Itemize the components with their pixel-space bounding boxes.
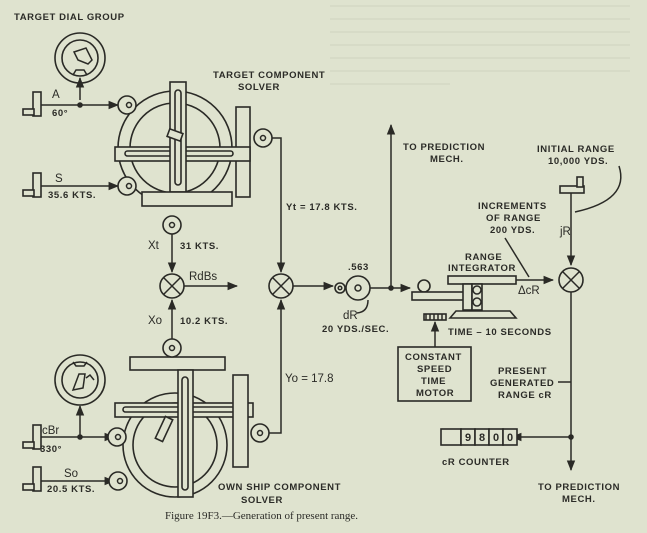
time-seconds-label: TIME – 10 SECONDS	[448, 327, 552, 338]
initial-range-label-1: INITIAL RANGE	[537, 144, 615, 155]
yt-label: Yt = 17.8 KTS.	[286, 202, 358, 213]
a-junction	[77, 102, 83, 108]
to-prediction-top-1: TO PREDICTION	[403, 142, 485, 153]
motor-label-3: TIME	[421, 376, 446, 387]
rdbs-label: RdBs	[189, 271, 217, 283]
s-input-label: S	[55, 173, 63, 185]
xo-value: 10.2 KTS.	[180, 316, 228, 327]
s-handcrank[interactable]	[22, 172, 42, 198]
motor-label-2: SPEED	[417, 364, 452, 375]
y-differential	[268, 273, 294, 299]
page-bleed-through	[330, 5, 630, 85]
a-value-label: 60°	[52, 108, 68, 119]
motor-label-1: CONSTANT	[405, 352, 462, 363]
ship-silhouette-icon	[71, 373, 86, 392]
s-value-label: 35.6 KTS.	[48, 190, 96, 201]
constant-speed-time-motor	[397, 346, 472, 402]
own-ship-solver-label-1: OWN SHIP COMPONENT	[218, 482, 341, 493]
to-prediction-bottom-2: MECH.	[562, 494, 596, 505]
range-integrator-label-1: RANGE	[465, 252, 502, 263]
xo-label: Xo	[148, 315, 162, 327]
counter-digit: 9	[465, 432, 471, 444]
range-integrator	[411, 275, 518, 321]
target-solver-label-2: SOLVER	[238, 82, 280, 93]
ship-silhouette-icon	[72, 47, 93, 65]
cr-counter-label: cR COUNTER	[442, 457, 510, 468]
gear-ratio-label: .563	[348, 262, 369, 273]
yo-shaft	[263, 298, 286, 434]
own-ship-solver-label-2: SOLVER	[241, 495, 283, 506]
present-range-label-1: PRESENT	[498, 366, 547, 377]
xt-label: Xt	[148, 240, 160, 252]
to-prediction-top-2: MECH.	[430, 154, 464, 165]
xt-value: 31 KTS.	[180, 241, 219, 252]
cbr-junction	[77, 434, 83, 440]
dr-label: dR	[343, 310, 358, 322]
cbr-value-label: 330°	[40, 444, 62, 455]
increments-label-1: INCREMENTS	[478, 201, 547, 212]
so-value-label: 20.5 KTS.	[47, 484, 95, 495]
initial-range-leader	[574, 165, 622, 213]
present-range-label-2: GENERATED	[490, 378, 554, 389]
initial-range-crank[interactable]	[559, 176, 585, 194]
counter-digit: 0	[493, 432, 499, 444]
rate-gear-train	[334, 275, 371, 301]
own-ship-component-solver	[107, 338, 270, 498]
dr-leader	[356, 299, 369, 314]
counter-digit-cell: 0	[502, 428, 518, 446]
rdbs-differential	[159, 273, 185, 299]
increments-leader	[504, 237, 530, 278]
present-range-label-3: RANGE cR	[498, 390, 552, 401]
yo-label: Yo = 17.8	[285, 373, 334, 385]
cbr-handcrank[interactable]	[22, 424, 42, 450]
range-differential	[558, 267, 584, 293]
xt-output-gear	[162, 215, 182, 235]
so-handcrank[interactable]	[22, 466, 42, 492]
yt-shaft	[272, 137, 286, 274]
target-solver-label-1: TARGET COMPONENT	[213, 70, 325, 81]
initial-range-label-2: 10,000 YDS.	[548, 156, 608, 167]
cbr-input-label: cBr	[42, 425, 59, 437]
dr-rate-label: 20 YDS./SEC.	[322, 324, 389, 335]
xo-output-gear	[162, 338, 182, 358]
motor-label-4: MOTOR	[416, 388, 454, 399]
counter-digit: 0	[507, 432, 513, 444]
increments-label-3: 200 YDS.	[490, 225, 535, 236]
yt-output-gear	[253, 128, 273, 148]
own-ship-dial	[54, 354, 106, 406]
jr-label: jR	[559, 226, 571, 238]
range-integrator-label-2: INTEGRATOR	[448, 263, 516, 274]
delta-cr-label: ΔcR	[518, 285, 540, 297]
increments-label-2: OF RANGE	[486, 213, 541, 224]
to-prediction-bottom-1: TO PREDICTION	[538, 482, 620, 493]
cbr-input-gear	[107, 427, 127, 447]
target-dial	[54, 32, 106, 84]
counter-digit-cell: 8	[474, 428, 490, 446]
a-input-label: A	[52, 89, 60, 101]
a-handcrank[interactable]	[22, 91, 42, 117]
counter-digit-cell	[440, 428, 462, 446]
counter-digit: 8	[479, 432, 485, 444]
target-dial-group-label: TARGET DIAL GROUP	[14, 12, 125, 23]
counter-digit-cell: 0	[488, 428, 504, 446]
yo-output-gear	[250, 423, 270, 443]
counter-digit-cell: 9	[460, 428, 476, 446]
target-component-solver	[114, 81, 273, 235]
figure-caption: Figure 19F3.—Generation of present range…	[165, 510, 358, 522]
so-input-label: So	[64, 468, 78, 480]
